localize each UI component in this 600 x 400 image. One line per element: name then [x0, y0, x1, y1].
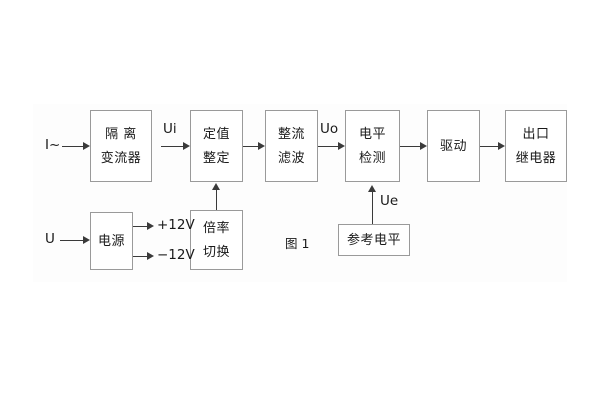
connector-setting-to-rectify — [243, 146, 258, 147]
block-label-line: 检测 — [358, 150, 386, 166]
label-signal-uo: Uo — [320, 121, 339, 137]
block-label-line: 整流 — [277, 126, 305, 142]
arrowhead-drive-to-relay — [498, 142, 505, 150]
block-isolation-ct[interactable]: 隔 离 变流器 — [90, 110, 152, 182]
connector-uo — [318, 146, 338, 147]
connector-ue — [372, 192, 373, 224]
label-signal-ue: Ue — [380, 193, 399, 209]
block-output-relay[interactable]: 出口 继电器 — [505, 110, 567, 182]
connector-ui — [161, 146, 183, 147]
connector-rail-negative — [133, 256, 147, 257]
label-input-voltage: U — [45, 231, 55, 247]
block-label-line: 切换 — [202, 244, 230, 260]
block-label-line: 电平 — [358, 126, 386, 142]
connector-rail-positive — [133, 226, 147, 227]
connector-input-voltage — [60, 240, 83, 241]
block-reference-level[interactable]: 参考电平 — [338, 224, 410, 256]
block-label-line: 隔 离 — [105, 126, 137, 142]
block-label-line: 变流器 — [100, 150, 142, 166]
block-label-line: 出口 — [522, 126, 550, 142]
block-label-line: 继电器 — [515, 150, 557, 166]
arrowhead-input-current — [83, 142, 90, 150]
block-label-line: 电源 — [97, 233, 125, 249]
block-multiplier-switch[interactable]: 倍率 切换 — [190, 210, 243, 270]
block-power-supply[interactable]: 电源 — [90, 212, 133, 270]
block-label-line: 参考电平 — [346, 232, 401, 248]
arrowhead-ui — [183, 142, 190, 150]
block-label-line: 驱动 — [439, 138, 467, 154]
block-drive[interactable]: 驱动 — [427, 110, 480, 182]
arrowhead-ue — [368, 185, 376, 192]
arrowhead-multiplier-to-setting — [212, 183, 220, 190]
connector-detect-to-drive — [400, 146, 420, 147]
label-rail-positive: +12V — [157, 217, 195, 233]
arrowhead-rail-negative — [147, 252, 154, 260]
connector-multiplier-to-setting — [216, 190, 217, 210]
figure-caption: 图 1 — [285, 236, 310, 251]
block-setting-value[interactable]: 定值 整定 — [190, 110, 243, 182]
block-label-line: 定值 — [202, 126, 230, 142]
label-signal-ui: Ui — [163, 121, 177, 137]
label-input-current: I~ — [45, 137, 61, 153]
block-label-line: 整定 — [202, 150, 230, 166]
block-rectify-filter[interactable]: 整流 滤波 — [265, 110, 318, 182]
arrowhead-input-voltage — [83, 236, 90, 244]
arrowhead-rail-positive — [147, 222, 154, 230]
arrowhead-detect-to-drive — [420, 142, 427, 150]
connector-drive-to-relay — [480, 146, 498, 147]
block-level-detect[interactable]: 电平 检测 — [345, 110, 400, 182]
arrowhead-setting-to-rectify — [258, 142, 265, 150]
block-label-line: 倍率 — [202, 220, 230, 236]
label-rail-negative: −12V — [157, 247, 195, 263]
arrowhead-uo — [338, 142, 345, 150]
connector-input-current — [62, 146, 83, 147]
block-label-line: 滤波 — [277, 150, 305, 166]
